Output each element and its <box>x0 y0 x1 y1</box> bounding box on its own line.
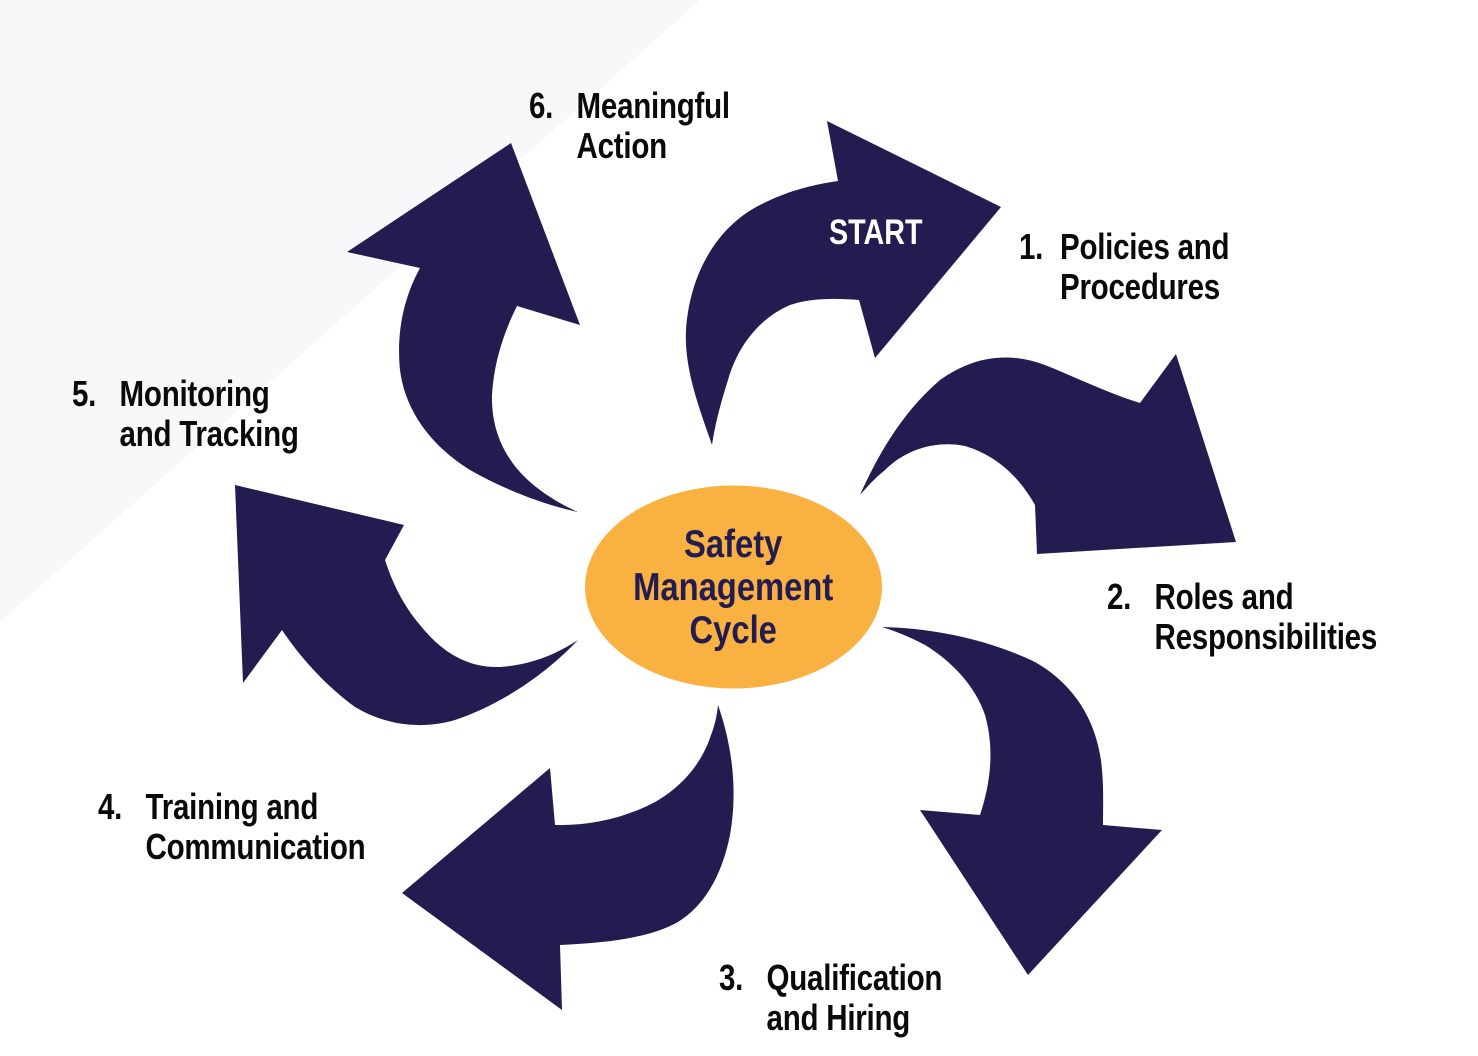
step-text-line-1: Qualification <box>766 957 943 998</box>
step-text-line-1: Policies and <box>1060 226 1230 267</box>
step-label-2: 2. Roles and Responsibilities <box>1107 577 1377 657</box>
arrow-step-3 <box>882 627 1162 975</box>
step-label-3: 3. Qualification and Hiring <box>719 958 942 1038</box>
step-number: 5. <box>72 373 97 414</box>
step-text-line-2: and Hiring <box>766 997 911 1038</box>
step-label-6: 6. Meaningful Action <box>529 86 730 166</box>
arrow-step-1-start <box>685 121 1001 445</box>
arrow-step-5 <box>235 485 578 726</box>
step-text-line-2: Communication <box>145 826 366 867</box>
arrow-step-6 <box>347 143 580 512</box>
step-number: 6. <box>529 85 554 126</box>
step-number: 4. <box>98 786 123 827</box>
center-title-line-1: Safety <box>684 522 783 566</box>
step-number: 3. <box>719 957 744 998</box>
step-text-line-1: Meaningful <box>576 85 731 126</box>
center-ellipse <box>585 485 882 689</box>
step-number: 2. <box>1107 576 1132 617</box>
arrow-step-2 <box>860 354 1236 554</box>
center-title: Safety Management Cycle <box>585 486 882 688</box>
step-label-5: 5. Monitoring and Tracking <box>72 374 299 454</box>
background-diagonal-panel <box>0 0 700 622</box>
step-text-line-1: Roles and <box>1154 576 1294 617</box>
step-number: 1. <box>1019 226 1044 267</box>
arrow-step-4 <box>402 705 734 1010</box>
center-title-line-2: Management <box>633 565 834 609</box>
step-text-line-2: Procedures <box>1060 266 1220 307</box>
step-label-1: 1. Policies and Procedures <box>1019 226 1230 307</box>
step-label-4: 4. Training and Communication <box>98 786 366 867</box>
step-text-line-2: Action <box>576 125 668 166</box>
step-text-line-1: Monitoring <box>119 373 270 414</box>
step-text-line-2: Responsibilities <box>1154 616 1378 657</box>
center-title-line-3: Cycle <box>689 608 778 652</box>
start-marker: START <box>829 213 923 252</box>
step-text-line-1: Training and <box>145 786 319 827</box>
step-text-line-2: and Tracking <box>119 413 299 454</box>
